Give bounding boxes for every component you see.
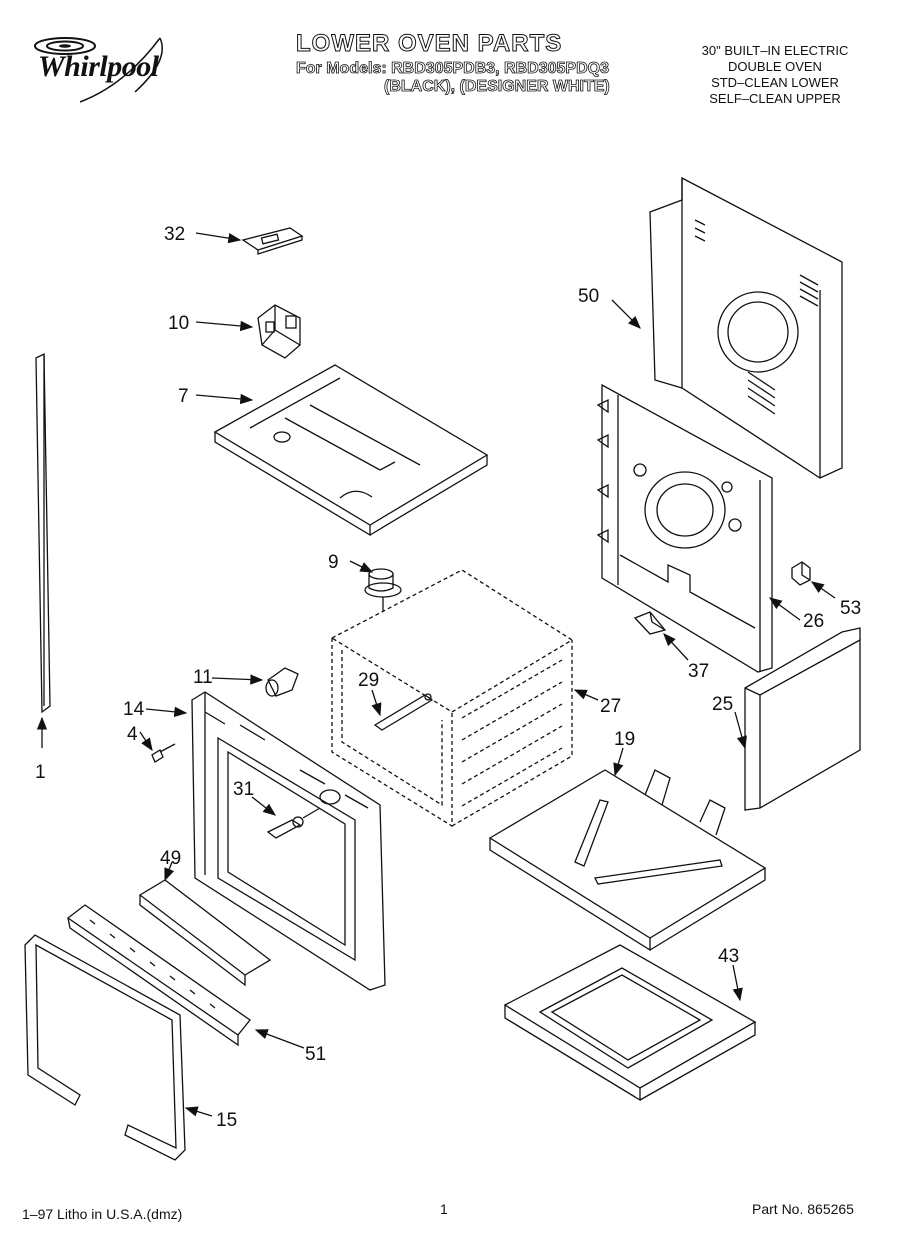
part-25-side-panel [744, 627, 861, 811]
part-7-top-panel [213, 364, 489, 537]
part-32-badge [241, 227, 304, 255]
callout-29: 29 [358, 670, 379, 691]
part-49-trim-strip [138, 879, 272, 987]
callout-15: 15 [216, 1110, 237, 1131]
description-line: DOUBLE OVEN [728, 59, 822, 74]
description-line: SELF–CLEAN UPPER [709, 91, 841, 106]
part-37-clip [633, 611, 667, 635]
callout-26: 26 [803, 611, 824, 632]
callout-1: 1 [35, 762, 46, 783]
callout-10: 10 [168, 313, 189, 334]
brand-wordmark: Whirlpool [38, 50, 159, 83]
part-19-bottom-pan [488, 769, 767, 952]
part-27-oven-liner [330, 569, 574, 828]
callout-9: 9 [328, 552, 339, 573]
callout-37: 37 [688, 661, 709, 682]
model-line-1: For Models: RBD305PDB3, RBD305PDQ3 [296, 60, 610, 78]
footer-page-number: 1 [440, 1201, 448, 1217]
part-53-clip [791, 561, 811, 586]
callout-4: 4 [127, 724, 138, 745]
callout-49: 49 [160, 848, 181, 869]
part-43-drip-pan [503, 944, 757, 1102]
part-10-switch [257, 304, 301, 359]
description-line: 30" BUILT–IN ELECTRIC [701, 43, 849, 58]
product-description: 30" BUILT–IN ELECTRIC DOUBLE OVEN STD–CL… [680, 43, 870, 107]
callout-50: 50 [578, 286, 599, 307]
callout-25: 25 [712, 694, 733, 715]
part-4-screw [151, 743, 176, 763]
footer-part-number: Part No. 865265 [752, 1201, 854, 1217]
part-26-rear-plate [596, 383, 773, 673]
callout-31: 31 [233, 779, 254, 800]
callout-14: 14 [123, 699, 145, 720]
part-15-gasket [24, 934, 186, 1161]
description-line: STD–CLEAN LOWER [711, 75, 839, 90]
callout-53: 53 [840, 598, 861, 619]
model-line-2: (BLACK), (DESIGNER WHITE) [384, 78, 611, 96]
callout-11: 11 [193, 667, 213, 688]
part-11-light-socket [265, 667, 299, 697]
model-list: For Models: RBD305PDB3, RBD305PDQ3 (BLAC… [296, 60, 611, 96]
callout-32: 32 [164, 224, 185, 245]
part-14-front-frame [191, 691, 386, 991]
part-29-bracket [373, 693, 434, 731]
footer-litho: 1–97 Litho in U.S.A.(dmz) [22, 1206, 183, 1222]
page-title: LOWER OVEN PARTS [295, 30, 563, 58]
part-51-vent-trim [66, 904, 251, 1047]
callout-43: 43 [718, 946, 739, 967]
callout-7: 7 [178, 386, 189, 407]
whirlpool-logo [34, 37, 163, 103]
part-50-back-panel [649, 176, 843, 479]
part-31-sensor [266, 807, 321, 839]
callout-19: 19 [614, 729, 635, 750]
callout-51: 51 [305, 1044, 326, 1065]
callout-27: 27 [600, 696, 621, 717]
part-1-trim-strip [35, 352, 51, 714]
